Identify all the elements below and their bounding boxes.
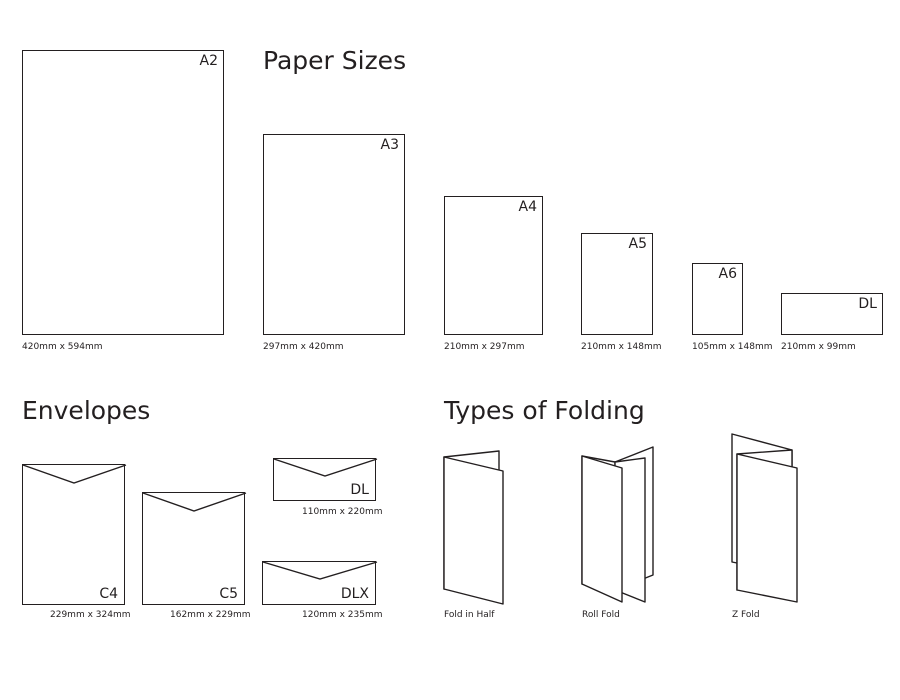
envelope-c5-label: C5 [219,586,238,602]
fold-in-half-label: Fold in Half [444,610,495,620]
paper-a5: A5 [581,233,653,335]
envelope-flap-icon [262,561,378,580]
envelope-flap-icon [273,458,378,477]
envelope-c4-label: C4 [99,586,118,602]
envelope-c5: C5 [142,492,247,605]
paper-dl: DL [781,293,883,335]
envelopes-heading: Envelopes [22,396,151,425]
paper-a6-label: A6 [718,266,737,282]
z-fold-label: Z Fold [732,610,760,620]
paper-a5-label: A5 [628,236,647,252]
envelope-c4-dims: 229mm x 324mm [50,610,131,620]
envelope-dl-dims: 110mm x 220mm [302,507,383,517]
envelope-dlx: DLX [262,561,378,605]
paper-a5-dims: 210mm x 148mm [581,342,662,352]
paper-a4-dims: 210mm x 297mm [444,342,525,352]
z-fold-icon [731,433,798,603]
envelope-dl-label: DL [350,482,369,498]
paper-dl-label: DL [858,296,877,312]
paper-a3-dims: 297mm x 420mm [263,342,344,352]
envelope-dlx-label: DLX [340,586,369,602]
envelope-flap-icon [142,492,247,512]
envelope-c5-dims: 162mm x 229mm [170,610,251,620]
envelope-flap-icon [22,464,127,484]
paper-a3-label: A3 [380,137,399,153]
paper-a4-label: A4 [518,199,537,215]
paper-sizes-heading: Paper Sizes [263,46,407,75]
envelope-c4: C4 [22,464,127,605]
paper-a2-label: A2 [199,53,218,69]
paper-a4: A4 [444,196,543,335]
paper-a3: A3 [263,134,405,335]
paper-dl-dims: 210mm x 99mm [781,342,856,352]
paper-a2: A2 [22,50,224,335]
roll-fold-label: Roll Fold [582,610,620,620]
fold-in-half-icon [443,450,504,605]
paper-a6: A6 [692,263,743,335]
envelope-dlx-dims: 120mm x 235mm [302,610,383,620]
paper-a2-dims: 420mm x 594mm [22,342,103,352]
roll-fold-icon [581,446,654,603]
folding-heading: Types of Folding [444,396,645,425]
envelope-dl: DL [273,458,378,501]
paper-a6-dims: 105mm x 148mm [692,342,773,352]
